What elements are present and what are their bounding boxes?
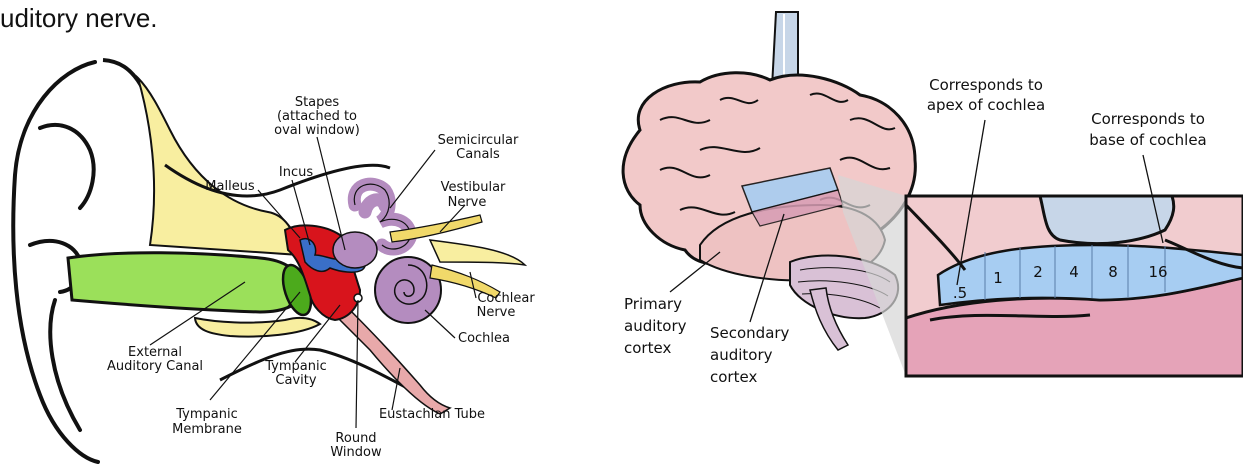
label-cochlea: Cochlea — [458, 331, 510, 346]
label-apex-1: Corresponds to — [929, 76, 1043, 94]
label-round-window-1: Round — [335, 431, 376, 446]
bone-lower — [195, 318, 320, 337]
vestibule — [333, 232, 377, 268]
label-cochlear-nerve-2: Nerve — [477, 305, 516, 320]
band-label-3: 4 — [1069, 263, 1079, 281]
label-secondary-3: cortex — [710, 368, 757, 386]
label-tympanic-membrane-2: Membrane — [172, 422, 242, 437]
label-tympanic-cavity-2: Cavity — [275, 373, 316, 388]
label-vestibular-1: Vestibular — [441, 180, 506, 195]
label-apex-2: apex of cochlea — [927, 96, 1045, 114]
label-tympanic-membrane-1: Tympanic — [175, 407, 238, 422]
label-secondary-1: Secondary — [710, 324, 790, 342]
label-semicircular-2: Canals — [456, 147, 500, 162]
label-cochlear-nerve-1: Cochlear — [477, 291, 535, 306]
label-primary-3: cortex — [624, 339, 671, 357]
band-label-5: 16 — [1148, 263, 1167, 281]
label-secondary-2: auditory — [710, 346, 773, 364]
label-stapes-1: Stapes — [295, 95, 340, 110]
label-eustachian: Eustachian Tube — [379, 407, 485, 422]
bone-right — [430, 240, 525, 265]
label-base-2: base of cochlea — [1089, 131, 1207, 149]
label-base-1: Corresponds to — [1091, 110, 1205, 128]
brain-diagram: .5 1 2 4 8 16 Corresponds to apex of coc… — [623, 12, 1243, 386]
band-label-0: .5 — [953, 284, 967, 302]
label-external-1: External — [128, 345, 182, 360]
label-vestibular-2: Nerve — [448, 195, 487, 210]
label-external-2: Auditory Canal — [107, 359, 203, 374]
label-semicircular-1: Semicircular — [438, 133, 519, 148]
label-incus: Incus — [279, 165, 313, 180]
auditory-canal — [68, 253, 305, 312]
label-primary-2: auditory — [624, 317, 687, 335]
ear-diagram: Stapes (attached to oval window) Incus M… — [13, 60, 535, 462]
label-tympanic-cavity-1: Tympanic — [264, 359, 327, 374]
label-primary-1: Primary — [624, 295, 682, 313]
label-malleus: Malleus — [205, 179, 255, 194]
label-round-window-2: Window — [330, 445, 382, 460]
bone-upper — [138, 78, 300, 255]
label-stapes-3: oval window) — [274, 123, 360, 138]
band-label-2: 2 — [1033, 263, 1043, 281]
band-label-4: 8 — [1108, 263, 1118, 281]
band-label-1: 1 — [993, 269, 1003, 287]
cochlea-spiral — [375, 257, 441, 323]
label-stapes-2: (attached to — [277, 109, 357, 124]
